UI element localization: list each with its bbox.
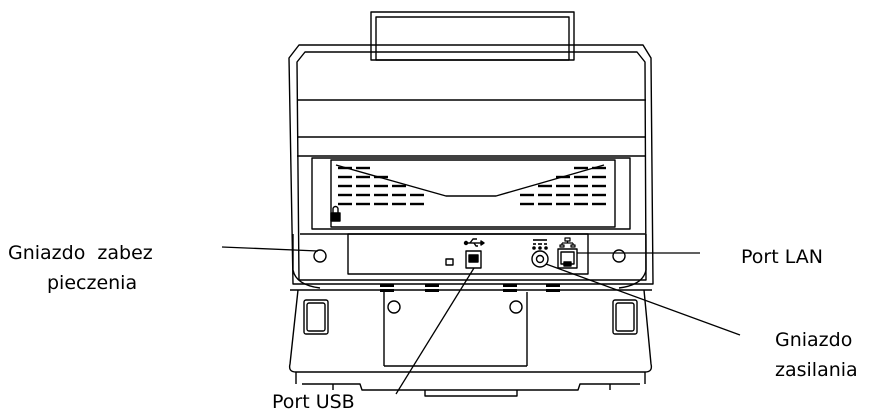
- lock-icon: [330, 205, 341, 222]
- leader-lines: [221, 246, 741, 395]
- label-power-socket-line2: zasilania: [775, 359, 858, 381]
- scanner-body: [288, 44, 654, 285]
- scanner-body-inner: [296, 51, 647, 281]
- leader-power-socket: [545, 263, 741, 336]
- scanner-base: [288, 289, 653, 397]
- network-icon: [559, 237, 576, 248]
- label-security-slot-line1: Gniazdo zabez: [8, 242, 153, 264]
- label-security-slot-line2: pieczenia: [47, 272, 137, 294]
- label-power-socket-line1: Gniazdo: [775, 329, 852, 351]
- leader-security-slot: [221, 246, 319, 252]
- vent-panel: [311, 157, 631, 230]
- label-lan-port: Port LAN: [741, 246, 823, 268]
- security-slot: [313, 249, 327, 263]
- dc-power-icon: [532, 239, 548, 250]
- power-socket: [531, 250, 549, 268]
- usb-icon: [463, 238, 485, 247]
- indicator-led: [445, 258, 454, 266]
- label-usb-port: Port USB: [272, 391, 355, 413]
- usb-port: [465, 250, 482, 269]
- lan-port: [557, 248, 578, 269]
- paper-tray: [370, 11, 575, 61]
- feet: [380, 284, 560, 292]
- screw-right: [612, 249, 626, 263]
- leader-usb-port: [395, 267, 475, 395]
